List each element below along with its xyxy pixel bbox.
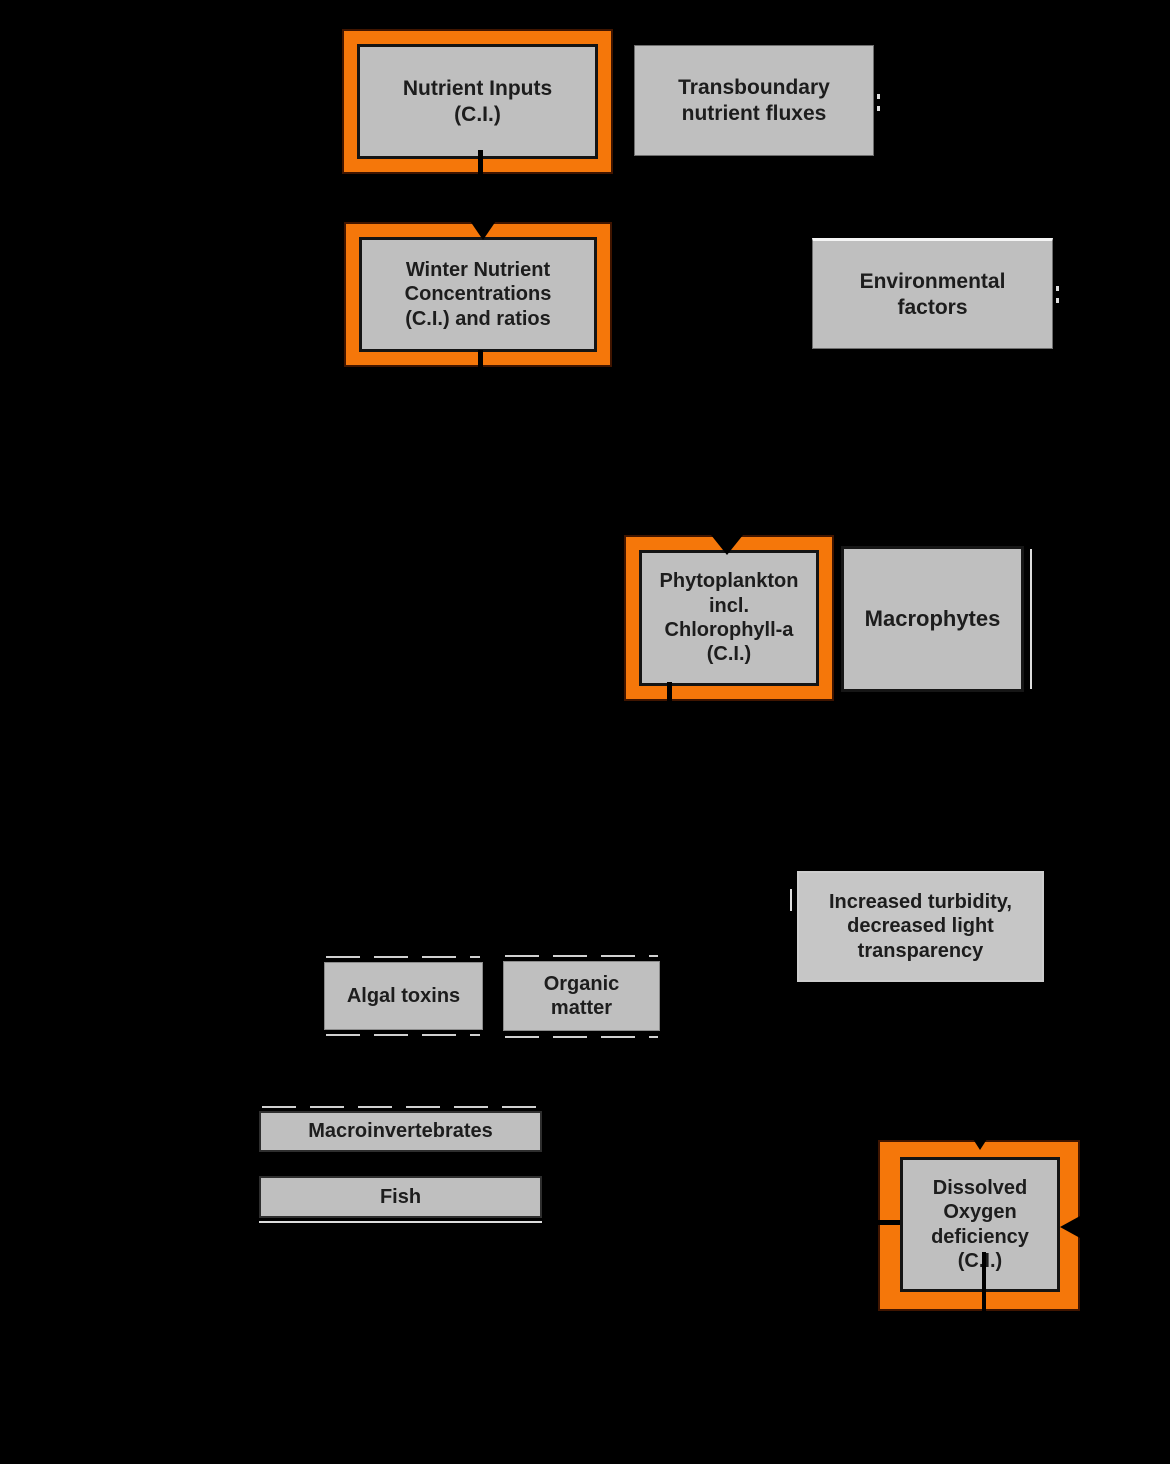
box-turbidity-label: Increased turbidity, decreased light tra…	[828, 890, 1012, 962]
box-algal-toxins: Algal toxins	[324, 962, 483, 1030]
white-remnant-dot	[877, 94, 880, 99]
box-winter-nutrient-label: Winter Nutrient Concentrations (C.I.) an…	[404, 258, 552, 330]
box-organic-matter-label: Organic matter	[543, 972, 620, 1019]
box-phytoplankton: Phytoplankton incl. Chlorophyll-a (C.I.)	[626, 537, 832, 699]
connector-dissolved-oxygen-out-line	[982, 1252, 986, 1314]
white-remnant-line	[259, 1221, 542, 1223]
white-remnant-dot	[1056, 298, 1059, 303]
arrowhead-into-dissolved-oxygen-top	[971, 1136, 989, 1150]
box-environmental-factors: Environmental factors	[812, 238, 1053, 349]
box-macroinvertebrates-label: Macroinvertebrates	[308, 1120, 493, 1143]
box-transboundary-nutrient-fluxes: Transboundary nutrient fluxes	[634, 45, 874, 156]
white-remnant-dot	[1056, 286, 1059, 291]
box-transboundary-label: Transboundary nutrient fluxes	[678, 75, 830, 125]
white-remnant-dot	[877, 106, 880, 111]
box-dissolved-oxygen-deficiency: Dissolved Oxygen deficiency (C.I.)	[880, 1142, 1078, 1309]
white-remnant-dashes	[505, 1036, 658, 1038]
box-nutrient-inputs-label: Nutrient Inputs (C.I.)	[402, 76, 553, 126]
box-environmental-label: Environmental factors	[859, 269, 1006, 319]
box-dissolved-oxygen-label: Dissolved Oxygen deficiency (C.I.)	[931, 1176, 1029, 1272]
box-fish-label: Fish	[379, 1185, 422, 1208]
box-fish: Fish	[259, 1176, 542, 1218]
white-remnant-dashes	[505, 955, 658, 957]
box-nutrient-inputs: Nutrient Inputs (C.I.)	[344, 31, 611, 172]
connector-winter-out-line	[478, 350, 483, 376]
arrowhead-into-winter-nutrients	[468, 218, 498, 240]
connector-dissolved-oxygen-right-stub	[1078, 1224, 1094, 1229]
connector-phytoplankton-out-line	[667, 682, 672, 703]
white-remnant-dashes	[326, 1034, 480, 1036]
arrowhead-into-phytoplankton	[711, 535, 743, 555]
box-nutrient-inputs-inner: Nutrient Inputs (C.I.)	[357, 44, 598, 159]
box-winter-nutrient-concentrations: Winter Nutrient Concentrations (C.I.) an…	[346, 224, 610, 365]
arrowhead-into-dissolved-oxygen-right	[1060, 1216, 1080, 1238]
white-remnant-line	[1030, 549, 1032, 689]
box-algal-toxins-label: Algal toxins	[346, 984, 461, 1007]
box-phytoplankton-inner: Phytoplankton incl. Chlorophyll-a (C.I.)	[639, 550, 819, 686]
white-remnant-dashes	[262, 1106, 540, 1108]
white-remnant-dashes	[326, 956, 480, 958]
box-macrophytes-label: Macrophytes	[864, 605, 1001, 631]
box-increased-turbidity: Increased turbidity, decreased light tra…	[797, 871, 1044, 982]
connector-dissolved-oxygen-left-stub	[871, 1220, 900, 1225]
box-macroinvertebrates: Macroinvertebrates	[259, 1111, 542, 1152]
white-remnant-line	[790, 889, 792, 911]
connector-nutrient-to-winter-line	[478, 150, 483, 180]
box-dissolved-oxygen-inner: Dissolved Oxygen deficiency (C.I.)	[900, 1157, 1060, 1292]
box-organic-matter: Organic matter	[503, 961, 660, 1031]
box-winter-nutrient-inner: Winter Nutrient Concentrations (C.I.) an…	[359, 237, 597, 352]
box-macrophytes: Macrophytes	[841, 546, 1024, 692]
box-phytoplankton-label: Phytoplankton incl. Chlorophyll-a (C.I.)	[659, 570, 799, 666]
